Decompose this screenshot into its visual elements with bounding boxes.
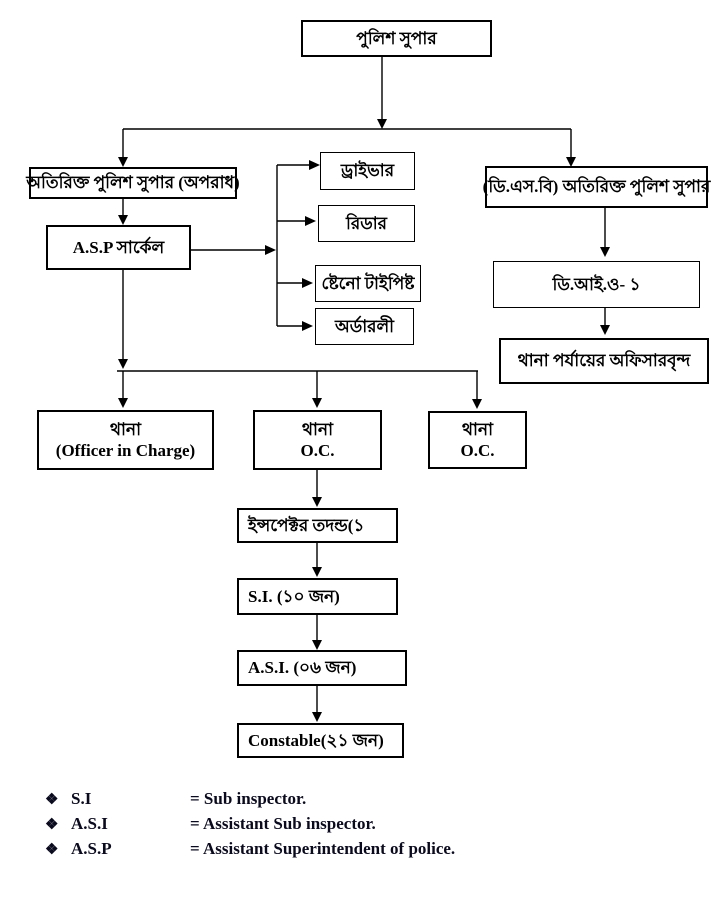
node-dsb-addl-sp-label: (ডি.এস.বি) অতিরিক্ত পুলিশ সুপার [482, 177, 711, 197]
legend-row-asi: ❖ A.S.I = Assistant Sub inspector. [45, 814, 455, 839]
node-addl-sp-crime-label: অতিরিক্ত পুলিশ সুপার (অপরাধ) [26, 173, 240, 193]
node-orderly-label: অর্ডারলী [334, 316, 395, 336]
node-dsb-addl-sp: (ডি.এস.বি) অতিরিক্ত পুলিশ সুপার [482, 166, 711, 208]
node-thana-level-officers-label: থানা পর্যায়ের অফিসারবৃন্দ [517, 351, 691, 371]
node-thana-officer-in-charge: থানা (Officer in Charge) [37, 410, 214, 470]
node-thana-oc1-line1: থানা [301, 419, 333, 439]
node-dio-1: ডি.আই.ও- ১ [493, 261, 700, 308]
node-addl-sp-crime: অতিরিক্ত পুলিশ সুপার (অপরাধ) [26, 167, 240, 199]
node-police-super: পুলিশ সুপার [301, 20, 492, 57]
legend-def-asi: = Assistant Sub inspector. [190, 814, 376, 833]
diamond-bullet-icon: ❖ [45, 817, 59, 833]
legend-row-si: ❖ S.I = Sub inspector. [45, 789, 455, 814]
node-driver-label: ড্রাইভার [340, 161, 395, 181]
node-police-super-label: পুলিশ সুপার [356, 28, 437, 48]
legend-def-si: = Sub inspector. [190, 789, 307, 808]
legend: ❖ S.I = Sub inspector. ❖ A.S.I = Assista… [45, 789, 455, 864]
node-dio-1-label: ডি.আই.ও- ১ [552, 274, 641, 294]
diamond-bullet-icon: ❖ [45, 842, 59, 858]
node-thana-oc2-line1: থানা [461, 419, 493, 439]
legend-abbr-asi: A.S.I [71, 814, 108, 833]
legend-row-asp: ❖ A.S.P = Assistant Superintendent of po… [45, 839, 455, 864]
legend-def-asp: = Assistant Superintendent of police. [190, 839, 456, 858]
node-constable: Constable(২১ জন) [237, 723, 404, 758]
node-thana-oic-line1: থানা [109, 419, 141, 439]
node-constable-label: Constable(২১ জন) [248, 730, 384, 750]
node-steno-typist: ষ্টেনো টাইপিষ্ট [315, 265, 421, 302]
node-thana-oic-line2: (Officer in Charge) [55, 441, 196, 460]
node-asp-circle-label: A.S.P সার্কেল [72, 237, 165, 257]
legend-abbr-si: S.I [71, 789, 92, 808]
node-driver: ড্রাইভার [320, 152, 415, 190]
node-orderly: অর্ডারলী [315, 308, 414, 345]
node-asi-label: A.S.I. (০৬ জন) [248, 658, 357, 678]
node-reader-label: রিডার [345, 213, 387, 233]
node-asi: A.S.I. (০৬ জন) [237, 650, 407, 686]
node-inspector-investigation-label: ইন্সপেক্টর তদন্ড(১ [248, 515, 365, 535]
node-inspector-investigation: ইন্সপেক্টর তদন্ড(১ [237, 508, 398, 543]
node-steno-typist-label: ষ্টেনো টাইপিষ্ট [321, 273, 415, 293]
node-si: S.I. (১০ জন) [237, 578, 398, 615]
node-asp-circle: A.S.P সার্কেল [46, 225, 191, 270]
node-thana-oc-2: থানা O.C. [428, 411, 527, 469]
diamond-bullet-icon: ❖ [45, 792, 59, 808]
node-thana-oc1-line2: O.C. [300, 441, 335, 460]
node-thana-oc2-line2: O.C. [460, 441, 495, 460]
node-thana-oc-1: থানা O.C. [253, 410, 382, 470]
node-si-label: S.I. (১০ জন) [248, 586, 340, 606]
legend-abbr-asp: A.S.P [71, 839, 112, 858]
node-thana-level-officers: থানা পর্যায়ের অফিসারবৃন্দ [499, 338, 709, 384]
node-reader: রিডার [318, 205, 415, 242]
